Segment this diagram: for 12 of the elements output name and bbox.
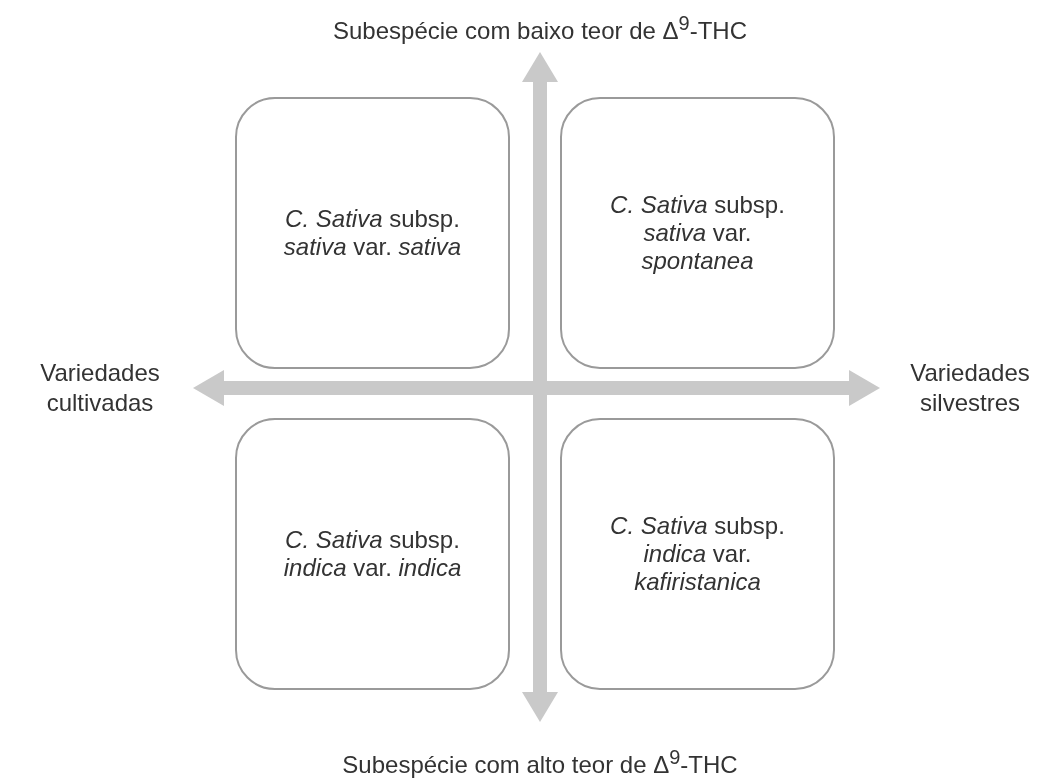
axis-label: Variedades silvestres xyxy=(909,358,1031,418)
taxon-name: C. Sativa subsp. sativa var. spontanea xyxy=(609,191,786,275)
quadrant-box xyxy=(560,418,835,690)
axis-label: Subespécie com baixo teor de Δ$^{9}$-THC xyxy=(332,11,748,46)
quadrant-box xyxy=(235,418,510,690)
taxon-name: C. Sativa subsp. sativa var. sativa xyxy=(283,205,462,261)
axis-label: Subespécie com alto teor de Δ$^{9}$-THC xyxy=(341,745,739,780)
quadrant-box xyxy=(235,97,510,369)
taxon-name: C. Sativa subsp. indica var. kafiristanica xyxy=(609,512,786,596)
taxon-name: C. Sativa subsp. indica var. indica xyxy=(283,526,462,582)
quadrant-box xyxy=(560,97,835,369)
axis-label: Variedades cultivadas xyxy=(39,358,161,418)
